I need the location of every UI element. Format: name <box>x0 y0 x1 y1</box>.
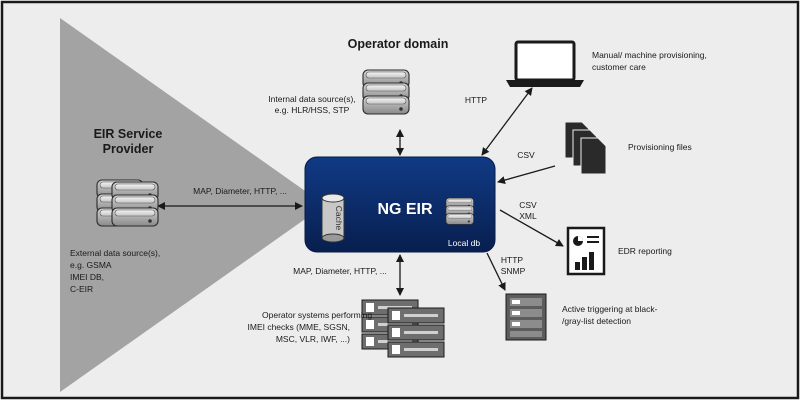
server-stack-icon <box>445 197 474 225</box>
operator-systems-line3: MSC, VLR, IWF, ...) <box>276 334 350 344</box>
external-source-line1: External data source(s), <box>70 248 160 258</box>
internal-source-line1: Internal data source(s), <box>268 94 355 104</box>
connector-manual <box>481 87 533 156</box>
rack-server-icon <box>387 307 445 358</box>
external-source-line2: e.g. GSMA <box>70 260 112 270</box>
internal-source-line2: e.g. HLR/HSS, STP <box>275 105 350 115</box>
edge-label-snmp-trig: SNMP <box>501 266 526 276</box>
operator-domain-title: Operator domain <box>348 37 449 51</box>
edge-label-csv-out: CSV <box>519 200 537 210</box>
ng-eir-title: NG EIR <box>377 201 433 218</box>
triggering-line1: Active triggering at black- <box>562 304 658 314</box>
manual-line1: Manual/ machine provisioning, <box>592 50 707 60</box>
rack-server-icon <box>505 293 547 341</box>
operator-systems-line2: IMEI checks (MME, SGSN, <box>248 322 351 332</box>
connector-prov-files <box>497 165 556 184</box>
provider-title-line1: EIR Service <box>94 127 163 141</box>
ng-eir-box <box>304 156 496 253</box>
edge-label-csv-in: CSV <box>517 150 535 160</box>
server-stack-icon <box>362 69 410 115</box>
connector-triggering <box>486 252 506 291</box>
cylinder-icon <box>321 193 345 243</box>
external-source-line4: C-EIR <box>70 284 93 294</box>
edge-label-left: MAP, Diameter, HTTP, ... <box>193 186 287 196</box>
triggering-line2: /gray-list detection <box>562 316 631 326</box>
operator-systems-line1: Operator systems performing <box>262 310 372 320</box>
cache-label: Cache <box>334 206 344 231</box>
documents-icon <box>564 121 607 175</box>
report-icon <box>566 226 606 276</box>
external-source-line3: IMEI DB, <box>70 272 104 282</box>
local-db-label: Local db <box>448 238 480 248</box>
connector-edr <box>499 209 564 247</box>
manual-line2: customer care <box>592 62 646 72</box>
provider-title-line2: Provider <box>103 142 154 156</box>
server-stack-icon <box>111 181 159 227</box>
prov-files-label: Provisioning files <box>628 142 692 152</box>
edge-label-bottom: MAP, Diameter, HTTP, ... <box>293 266 387 276</box>
edge-label-http-trig: HTTP <box>501 255 524 265</box>
edge-label-http-top: HTTP <box>465 95 488 105</box>
laptop-icon <box>506 40 584 87</box>
edge-label-xml-out: XML <box>519 211 537 221</box>
edr-label: EDR reporting <box>618 246 672 256</box>
